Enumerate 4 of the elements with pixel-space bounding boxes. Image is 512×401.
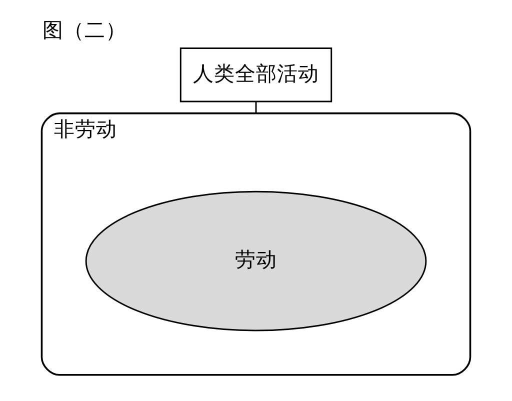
node-box: 人类全部活动 [180,48,332,102]
connector [255,102,257,114]
node-ellipse: 劳动 [85,190,427,332]
diagram-title: 图（二） [42,18,127,42]
